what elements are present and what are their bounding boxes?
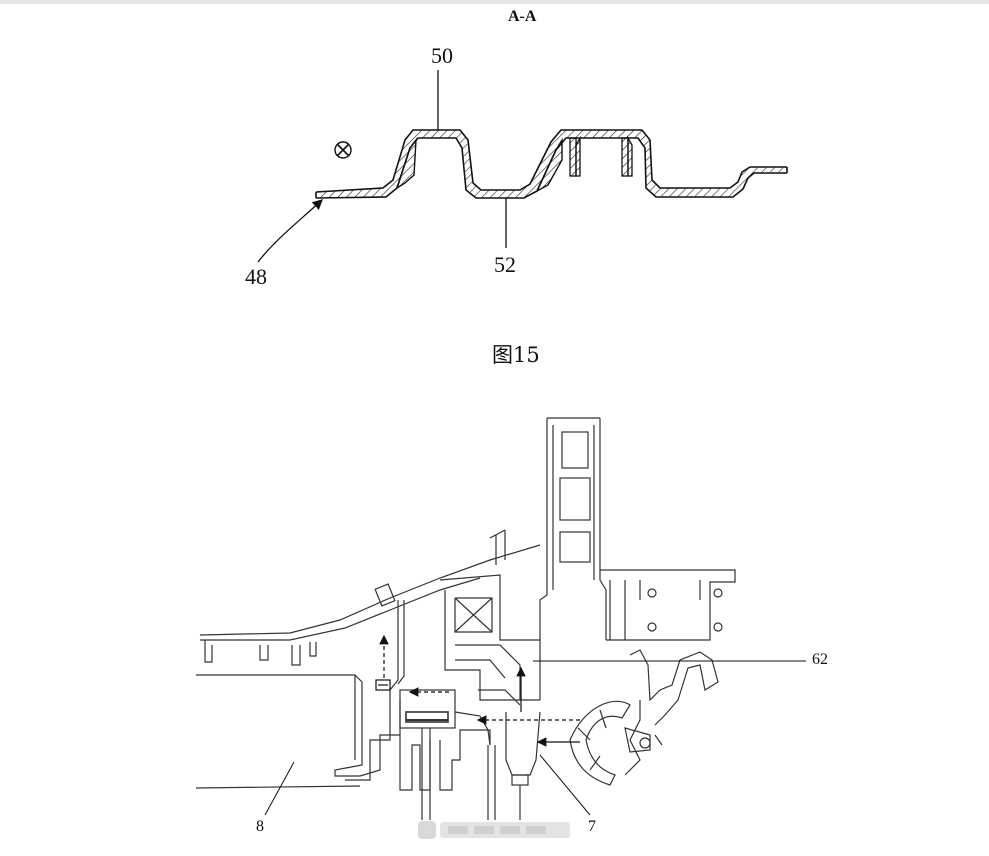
leader-48 [257, 199, 323, 263]
watermark-logo [418, 821, 570, 839]
reference-number-7: 7 [588, 818, 596, 835]
reference-number-8: 8 [256, 818, 264, 835]
leader-7 [539, 754, 591, 816]
reference-number-48: 48 [245, 264, 267, 289]
page-top-border [0, 0, 989, 4]
direction-into-page-icon [334, 141, 352, 159]
reference-number-50: 50 [431, 43, 453, 68]
figure-caption: 图15 [492, 343, 540, 367]
leader-8 [264, 761, 295, 816]
reference-number-52: 52 [494, 252, 516, 277]
reference-number-62: 62 [812, 651, 828, 668]
assembly-section [195, 417, 736, 820]
flow-arrows [375, 634, 580, 747]
corrugated-profile-section [315, 129, 788, 199]
section-label: A-A [508, 8, 537, 25]
